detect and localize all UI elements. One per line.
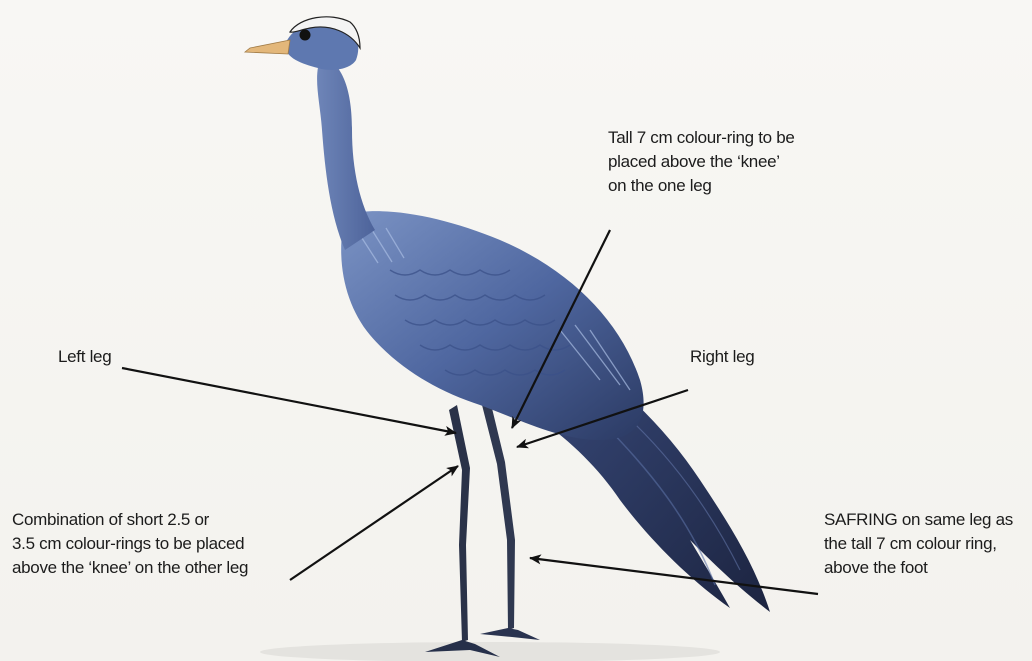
- label-line: placed above the ‘knee’: [608, 150, 795, 174]
- label-line: on the one leg: [608, 174, 795, 198]
- label-line: the tall 7 cm colour ring,: [824, 532, 1013, 556]
- bird-body: [341, 211, 643, 440]
- label-line: Left leg: [58, 345, 111, 369]
- bird-legs: [425, 400, 540, 657]
- label-line: 3.5 cm colour-rings to be placed: [12, 532, 248, 556]
- label-line: above the ‘knee’ on the other leg: [12, 556, 248, 580]
- bird-head: [245, 17, 360, 70]
- ground-shadow: [260, 642, 720, 661]
- label-left-leg: Left leg: [58, 345, 111, 369]
- bird-beak: [245, 40, 290, 54]
- label-safring: SAFRING on same leg as the tall 7 cm col…: [824, 508, 1013, 580]
- label-line: above the foot: [824, 556, 1013, 580]
- arrow-safring: [530, 558, 818, 594]
- arrow-short-rings: [290, 466, 458, 580]
- label-line: Combination of short 2.5 or: [12, 508, 248, 532]
- label-right-leg: Right leg: [690, 345, 754, 369]
- arrow-left-leg: [122, 368, 456, 433]
- label-tall-colour-ring: Tall 7 cm colour-ring to be placed above…: [608, 126, 795, 198]
- bird-neck: [317, 55, 375, 250]
- label-line: Tall 7 cm colour-ring to be: [608, 126, 795, 150]
- right-foot: [480, 628, 540, 640]
- bird-eye: [300, 30, 311, 41]
- label-short-colour-rings: Combination of short 2.5 or 3.5 cm colou…: [12, 508, 248, 580]
- label-line: Right leg: [690, 345, 754, 369]
- label-line: SAFRING on same leg as: [824, 508, 1013, 532]
